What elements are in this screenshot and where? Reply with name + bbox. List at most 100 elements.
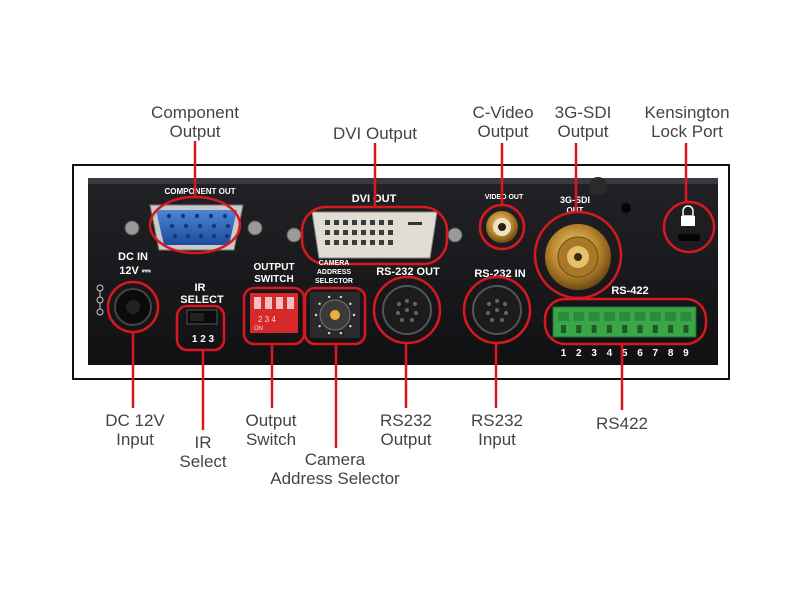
rs422-terminal-screw (619, 312, 631, 321)
dvi-pin (370, 220, 375, 225)
dvi-pin (343, 230, 348, 235)
rs422-terminal-screw (634, 312, 646, 321)
dvi-flat-blade (408, 222, 422, 225)
leader-lines (131, 141, 688, 448)
dvi-pin (334, 240, 339, 245)
label-component-out: COMPONENT OUT (164, 187, 235, 196)
rs422-terminal-number: 3 (591, 348, 597, 359)
din-pin (495, 308, 499, 312)
rs422-terminal-slot (668, 325, 674, 333)
vga-pin (222, 213, 228, 219)
label-video-out: VIDEO OUT (485, 194, 524, 201)
dvi-pin (388, 220, 393, 225)
rotary-tick (349, 302, 352, 306)
dvi-pin (343, 240, 348, 245)
din-pin (490, 318, 494, 322)
vga-pin (169, 223, 175, 229)
dvi-pin (379, 240, 384, 245)
dvi-screw-right (447, 227, 463, 243)
rs422-terminal-number: 4 (607, 348, 613, 359)
din-pin (413, 302, 417, 306)
rs232-out-pins (396, 299, 418, 322)
rotary-tick (318, 302, 321, 306)
dvi-pins (325, 220, 393, 245)
din-pin (414, 311, 418, 315)
vga-pins (166, 213, 231, 239)
kensington-lock-slot[interactable] (678, 234, 700, 241)
rs422-terminal-screw (603, 312, 615, 321)
vga-pin (198, 233, 204, 239)
dvi-pin (361, 220, 366, 225)
label-rs232-out: RS-232 OUT (376, 266, 440, 278)
rs422-terminal-slot (683, 325, 689, 333)
callout-rs422: RS422 (596, 414, 648, 433)
dvi-pin (334, 220, 339, 225)
din-pin (410, 318, 414, 322)
polarity-symbol-icon (96, 284, 104, 316)
rs422-terminal-number: 1 (561, 348, 567, 359)
panel-top-edge (88, 178, 718, 184)
rs422-terminal-number: 7 (653, 348, 659, 359)
rs422-terminal-screw (680, 312, 692, 321)
rs422-terminal-number: 2 (576, 348, 582, 359)
dvi-pin (379, 220, 384, 225)
dvi-pin (334, 230, 339, 235)
din-pin (487, 302, 491, 306)
kensington-lock-icon (682, 205, 694, 217)
rotary-ticks (314, 295, 356, 335)
rs422-terminal-number: 6 (637, 348, 643, 359)
dvi-pin (352, 240, 357, 245)
din-pin (396, 311, 400, 315)
din-pin (500, 318, 504, 322)
vga-screw-left (124, 220, 140, 236)
top-knob (589, 177, 607, 195)
rs422-terminal-number: 8 (668, 348, 674, 359)
dvi-pin (325, 220, 330, 225)
dip-key (254, 297, 261, 309)
label-selector: SELECTOR (315, 278, 353, 285)
dvi-pin (352, 220, 357, 225)
rs422-terminal-screw (573, 312, 585, 321)
din-pin (405, 308, 409, 312)
rotary-tick (327, 331, 331, 335)
panel-hole (621, 203, 631, 213)
rs422-terminal-slot (622, 325, 628, 333)
dvi-pin (325, 240, 330, 245)
dvi-pin (370, 230, 375, 235)
rs422-terminal-screw (588, 312, 600, 321)
rs422-terminal-screw (665, 312, 677, 321)
label-ir: IR (195, 282, 206, 294)
rotary-tick (339, 331, 343, 335)
dvi-pin (325, 230, 330, 235)
vga-pin (185, 233, 191, 239)
kensington-lock-body (681, 216, 695, 226)
callout-dvi-output: DVI Output (332, 124, 418, 143)
rotary-tick (349, 324, 352, 328)
vga-pin (183, 223, 189, 229)
vga-pin (211, 223, 217, 229)
dip-on-label: ON (254, 326, 263, 332)
label-rs232-in: RS-232 IN (474, 268, 525, 280)
rs422-terminal-screw (649, 312, 661, 321)
vga-pin (194, 213, 200, 219)
dip-switch-keys (254, 297, 294, 309)
label-switch: SWITCH (254, 274, 293, 285)
rotary-tick (314, 313, 318, 317)
din-pin (405, 299, 409, 303)
rs422-terminal-slot (652, 325, 658, 333)
rs422-terminal-number: 5 (622, 348, 628, 359)
rs422-terminal-screw (558, 312, 569, 321)
rotary-tick (339, 295, 343, 299)
vga-pin (224, 233, 230, 239)
label-ir-select: SELECT (180, 294, 224, 306)
dvi-pin (343, 220, 348, 225)
din-pin (397, 302, 401, 306)
label-output: OUTPUT (253, 262, 294, 273)
